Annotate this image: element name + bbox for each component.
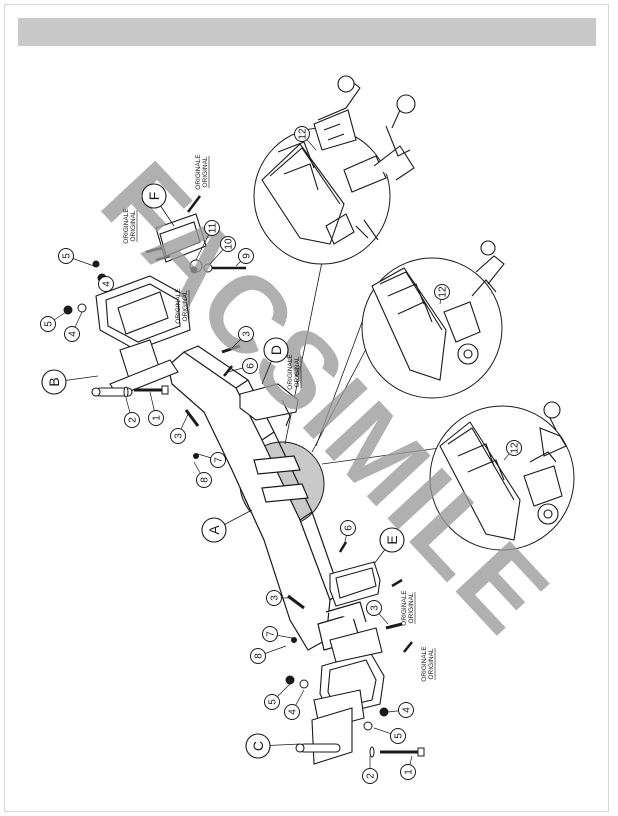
callout-f: F <box>141 183 175 227</box>
part-number-label: 7 <box>266 631 277 637</box>
part-callout-5: 5 <box>58 248 95 267</box>
part-number-label: 11 <box>208 222 219 233</box>
part-callout-1: 1 <box>148 391 164 426</box>
part-number-label: 4 <box>102 281 113 287</box>
original-label-line: ORIGINAL <box>130 210 137 241</box>
part-number-label: 5 <box>268 699 279 705</box>
part-callout-9: 9 <box>235 248 254 267</box>
bracket-e <box>329 561 381 607</box>
part-callout-3: 3 <box>231 326 254 349</box>
part-callout-6: 6 <box>227 358 258 374</box>
part-callout-12: 12 <box>294 126 317 151</box>
part-callout-3: 3 <box>170 413 189 444</box>
part-number-label: 12 <box>438 286 449 298</box>
hardware <box>63 195 425 758</box>
part-number-label: 3 <box>174 433 185 439</box>
part-callout-5: 5 <box>40 311 67 332</box>
part-callout-12: 12 <box>503 440 522 461</box>
part-callout-4: 4 <box>387 702 414 718</box>
original-label-line: ORIGINAL <box>202 156 209 187</box>
original-label-line: ORIGINALE <box>401 590 408 626</box>
part-callout-7: 7 <box>262 626 293 642</box>
part-number-label: 7 <box>214 457 225 463</box>
part-callout-3: 3 <box>266 590 290 606</box>
part-callout-4: 4 <box>98 276 114 292</box>
callout-d: D <box>261 337 289 385</box>
callout-label: F <box>146 192 162 201</box>
page-frame <box>4 4 609 812</box>
part-number-label: 12 <box>510 442 521 454</box>
part-number-label: 12 <box>298 128 309 140</box>
callout-label: B <box>46 377 62 386</box>
part-number-label: 2 <box>366 773 377 779</box>
callout-a: A <box>201 509 253 543</box>
part-callout-6: 6 <box>340 520 356 547</box>
part-number-label: 2 <box>128 417 139 423</box>
detail-view-1 <box>253 75 416 265</box>
original-label-line: ORIGINAL <box>408 592 415 623</box>
callout-c: C <box>245 733 301 759</box>
callout-b: B <box>41 369 99 395</box>
part-callout-5: 5 <box>373 727 406 744</box>
original-label-line: ORIGINALE <box>123 208 130 244</box>
callout-label: A <box>206 525 222 535</box>
original-label-line: ORIGINAL <box>294 356 301 387</box>
part-number-label: 3 <box>270 595 281 601</box>
original-label-line: ORIGINAL <box>428 648 435 679</box>
part-number-label: 5 <box>394 733 405 739</box>
part-callout-2: 2 <box>124 397 140 428</box>
original-label-line: ORIGINALE <box>421 646 428 682</box>
detail-view-2 <box>361 240 505 399</box>
part-callout-1: 1 <box>400 755 416 780</box>
original-label-line: ORIGINALE <box>287 354 294 390</box>
part-number-label: 3 <box>370 605 381 611</box>
part-number-label: 4 <box>402 707 413 713</box>
original-label-line: ORIGINALE <box>195 154 202 190</box>
part-callout-7: 7 <box>197 452 226 468</box>
detail-view-3 <box>429 401 575 551</box>
part-callout-4: 4 <box>64 311 83 342</box>
part-number-label: 6 <box>344 525 355 531</box>
callout-e: E <box>373 527 405 565</box>
part-number-label: 4 <box>68 331 79 337</box>
part-number-label: 5 <box>44 321 55 327</box>
part-callout-12: 12 <box>434 284 450 305</box>
part-number-label: 1 <box>404 769 415 775</box>
part-callout-5: 5 <box>264 683 291 710</box>
part-number-label: 5 <box>62 253 73 259</box>
original-label-line: ORIGINALE <box>175 288 182 324</box>
part-number-label: 9 <box>242 253 253 259</box>
part-number-label: 10 <box>224 238 235 250</box>
part-number-label: 3 <box>242 331 253 337</box>
part-callout-8: 8 <box>193 461 212 488</box>
part-callout-8: 8 <box>250 645 287 664</box>
part-callout-4: 4 <box>284 689 305 720</box>
original-label-line: ORIGINAL <box>182 290 189 321</box>
part-callout-11: 11 <box>195 220 220 261</box>
part-number-label: 8 <box>254 653 265 659</box>
part-callout-10: 10 <box>209 236 236 265</box>
bracket-lower <box>295 627 385 765</box>
part-number-label: 4 <box>288 709 299 715</box>
bracket-d <box>239 383 299 427</box>
part-number-label: 8 <box>200 477 211 483</box>
part-callout-3: 3 <box>366 600 389 625</box>
callout-label: D <box>268 345 284 355</box>
callout-letters: A B C D E F <box>41 183 405 759</box>
part-callout-2: 2 <box>362 756 378 784</box>
callout-label: C <box>250 741 266 751</box>
part-number-label: 6 <box>246 363 257 369</box>
callout-label: E <box>384 535 400 544</box>
header-bar <box>18 18 596 46</box>
part-number-label: 1 <box>152 415 163 421</box>
